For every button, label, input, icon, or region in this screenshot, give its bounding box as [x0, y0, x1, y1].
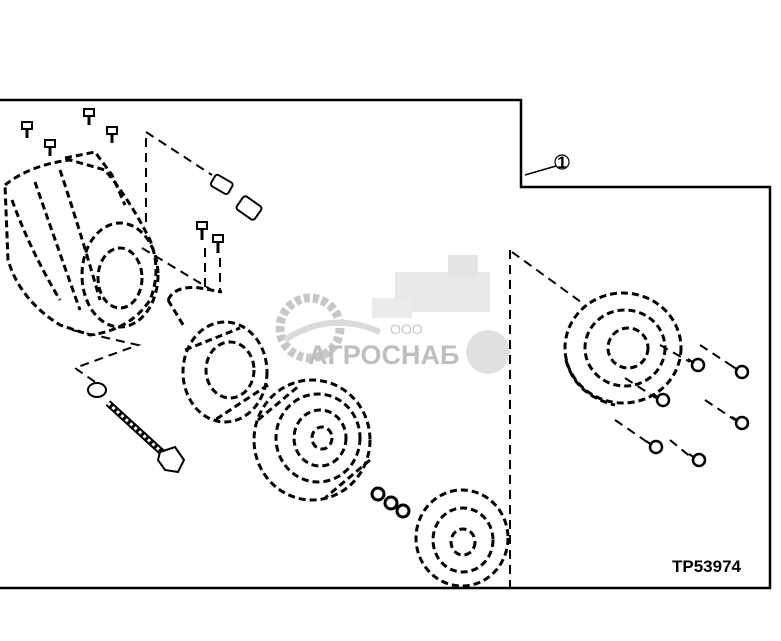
bracket-icon [166, 286, 223, 329]
washer-icon [370, 486, 411, 519]
clutch-assembly-icon [563, 291, 683, 407]
callout-1: 1 [524, 153, 570, 176]
bolt-icon [21, 108, 224, 253]
figure-code: TP53974 [672, 557, 742, 576]
long-bolt-icon [87, 382, 186, 474]
watermark: ООО АГРОСНАБ [275, 255, 510, 374]
clutch-coil-icon [181, 320, 269, 424]
watermark-title: АГРОСНАБ [308, 340, 459, 370]
harvester-icon [372, 255, 510, 374]
assembly-leaders [71, 130, 586, 588]
compressor-icon [3, 150, 160, 337]
diagram-frame [0, 98, 772, 590]
gear-icon [275, 293, 382, 363]
pulley-icon [252, 378, 372, 502]
clutch-plate-icon [414, 488, 510, 588]
screw-icon [614, 344, 750, 468]
watermark-prefix: ООО [390, 321, 423, 337]
callout-number: 1 [557, 153, 566, 172]
fitting-icon [209, 173, 263, 221]
